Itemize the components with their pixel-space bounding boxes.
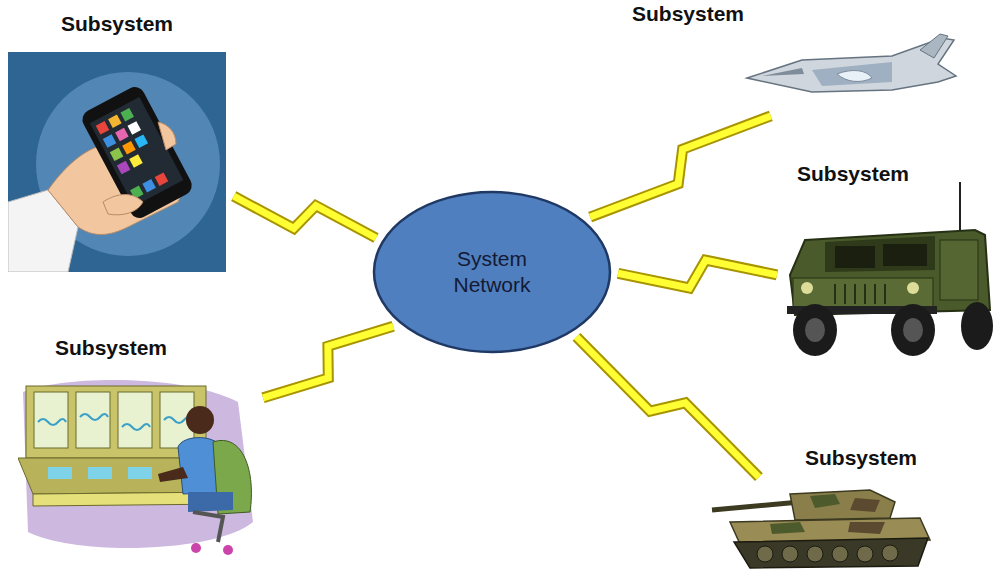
bolt-fill bbox=[263, 326, 393, 398]
bolt-fill bbox=[234, 196, 376, 238]
subsystem-node: Subsystem bbox=[710, 482, 935, 570]
subsystem-node: Subsystem bbox=[18, 372, 256, 562]
lightning-connector bbox=[234, 196, 376, 238]
subsystem-label: Subsystem bbox=[61, 12, 173, 36]
subsystem-node: Subsystem bbox=[742, 30, 960, 112]
bolt-outline bbox=[263, 326, 393, 398]
network-ellipse: System Network bbox=[372, 190, 612, 354]
humvee-illustration bbox=[785, 180, 997, 358]
bolt-outline bbox=[590, 116, 771, 217]
phone-illustration bbox=[8, 52, 226, 272]
subsystem-label: Subsystem bbox=[632, 2, 744, 26]
lightning-connector bbox=[590, 116, 771, 217]
bolt-fill bbox=[618, 260, 777, 288]
subsystem-label: Subsystem bbox=[805, 446, 917, 470]
bolt-outline bbox=[618, 260, 777, 288]
subsystem-label: Subsystem bbox=[55, 336, 167, 360]
subsystem-node: Subsystem bbox=[8, 52, 226, 272]
jet-illustration bbox=[742, 30, 960, 112]
bolt-outline bbox=[577, 337, 759, 477]
ellipse-outline bbox=[372, 190, 612, 354]
lightning-connector bbox=[577, 337, 759, 477]
lightning-connector bbox=[263, 326, 393, 398]
network-label: System Network bbox=[437, 246, 547, 299]
tank-illustration bbox=[710, 482, 935, 570]
subsystem-node: Subsystem bbox=[785, 196, 997, 356]
bolt-fill bbox=[577, 337, 759, 477]
subsystem-label: Subsystem bbox=[797, 162, 909, 186]
bolt-fill bbox=[590, 116, 771, 217]
operator-illustration bbox=[18, 372, 258, 562]
bolt-outline bbox=[234, 196, 376, 238]
lightning-connector bbox=[618, 260, 777, 288]
